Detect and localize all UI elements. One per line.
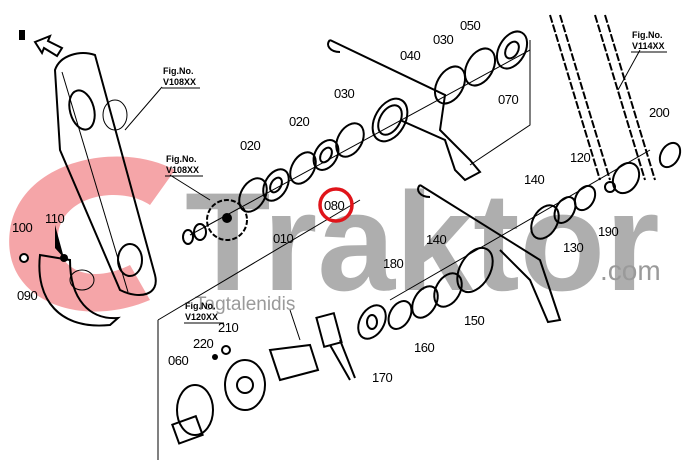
part-label-110[interactable]: 110 bbox=[45, 211, 65, 226]
part-label-080[interactable]: 080 bbox=[324, 198, 345, 213]
fig-ref-code-v120xx[interactable]: V120XX bbox=[185, 312, 218, 322]
part-label-090[interactable]: 090 bbox=[17, 288, 38, 303]
fig-ref-code-v114xx[interactable]: V114XX bbox=[632, 41, 665, 51]
highlight-circle bbox=[318, 187, 354, 223]
part-label-070[interactable]: 070 bbox=[498, 92, 519, 107]
part-label-100[interactable]: 100 bbox=[12, 220, 33, 235]
part-label-190[interactable]: 190 bbox=[598, 224, 619, 239]
lower-plate-part bbox=[417, 184, 562, 324]
part-labels: 020 020 030 040 030 050 070 200 120 140 … bbox=[12, 18, 670, 385]
fig-ref-title: Fig.No. bbox=[163, 66, 194, 76]
fig-ref-title: Fig.No. bbox=[185, 301, 216, 311]
part-label-020[interactable]: 020 bbox=[240, 138, 261, 153]
part-label-180[interactable]: 180 bbox=[383, 256, 404, 271]
fig-ref-code-v108xx[interactable]: V108XX bbox=[166, 165, 199, 175]
nut-part bbox=[19, 253, 29, 263]
arm-part bbox=[549, 14, 656, 181]
leader-lines bbox=[24, 33, 665, 388]
cover-part bbox=[38, 253, 121, 327]
watermark-tagline: Tagtalenidis bbox=[195, 294, 295, 315]
hub-assembly bbox=[157, 199, 361, 460]
part-label-010[interactable]: 010 bbox=[273, 231, 294, 246]
figure-references: Fig.No. V108XX Fig.No. V108XX Fig.No. V1… bbox=[162, 30, 667, 324]
watermark: Traktor .com Tagtalenidis bbox=[9, 156, 661, 320]
part-label-020[interactable]: 020 bbox=[289, 114, 310, 129]
watermark-suffix: .com bbox=[600, 255, 661, 286]
part-label-210[interactable]: 210 bbox=[218, 320, 239, 335]
part-label-140[interactable]: 140 bbox=[524, 172, 545, 187]
part-label-120[interactable]: 120 bbox=[570, 150, 591, 165]
part-label-060[interactable]: 060 bbox=[168, 353, 189, 368]
part-label-050[interactable]: 050 bbox=[460, 18, 481, 33]
sprocket bbox=[182, 199, 248, 245]
upper-plate-part bbox=[327, 39, 482, 182]
chain-case bbox=[53, 52, 157, 296]
fig-ref-title: Fig.No. bbox=[166, 154, 197, 164]
part-label-170[interactable]: 170 bbox=[372, 370, 393, 385]
part-label-030[interactable]: 030 bbox=[334, 86, 355, 101]
fig-ref-code-v108xx[interactable]: V108XX bbox=[163, 77, 196, 87]
part-label-220[interactable]: 220 bbox=[193, 336, 214, 351]
bearing-rings bbox=[238, 30, 529, 213]
part-label-150[interactable]: 150 bbox=[464, 313, 485, 328]
part-label-130[interactable]: 130 bbox=[563, 240, 584, 255]
part-label-030[interactable]: 030 bbox=[433, 32, 454, 47]
part-label-160[interactable]: 160 bbox=[414, 340, 435, 355]
front-arrow-icon bbox=[19, 30, 64, 58]
part-label-200[interactable]: 200 bbox=[649, 105, 670, 120]
fig-ref-title: Fig.No. bbox=[632, 30, 663, 40]
part-label-140[interactable]: 140 bbox=[426, 232, 447, 247]
part-label-040[interactable]: 040 bbox=[400, 48, 421, 63]
